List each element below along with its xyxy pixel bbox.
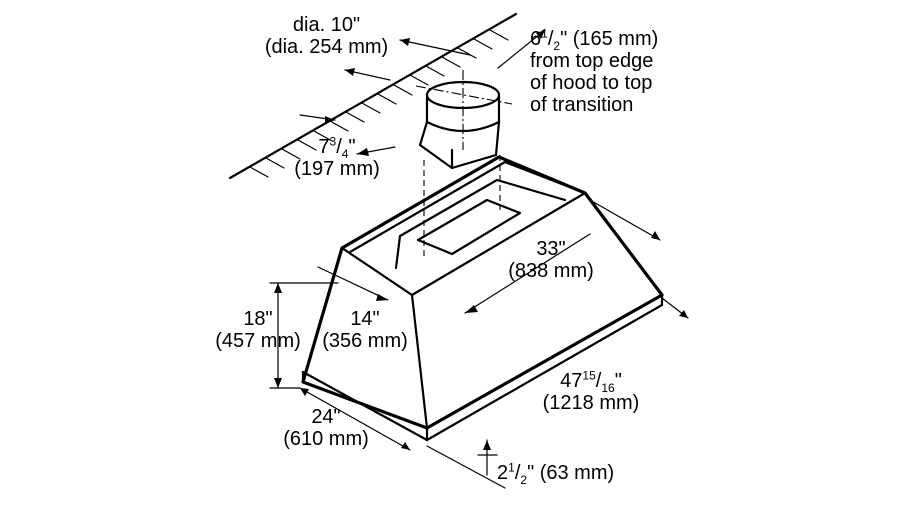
hood-body xyxy=(301,155,664,442)
duct-offset-label: 73/4" (197 mm) xyxy=(294,134,380,180)
dimension-lines xyxy=(269,29,689,489)
top-width-label: 14" (356 mm) xyxy=(322,308,408,352)
rim-label: 21/2" (63 mm) xyxy=(497,460,615,487)
transition-height-label: 61/2" (165 mm) from top edge of hood to … xyxy=(530,26,659,116)
duct-diameter-label: dia. 10" (dia. 254 mm) xyxy=(264,14,389,58)
height-label: 18" (457 mm) xyxy=(215,308,301,352)
duct-transition xyxy=(415,70,513,258)
ceiling xyxy=(228,12,518,180)
inner-depth-label: 33" (838 mm) xyxy=(508,238,594,282)
depth-label: 24" (610 mm) xyxy=(283,406,369,450)
dimension-arrows xyxy=(274,30,688,450)
width-label: 4715/16" (1218 mm) xyxy=(542,368,640,414)
